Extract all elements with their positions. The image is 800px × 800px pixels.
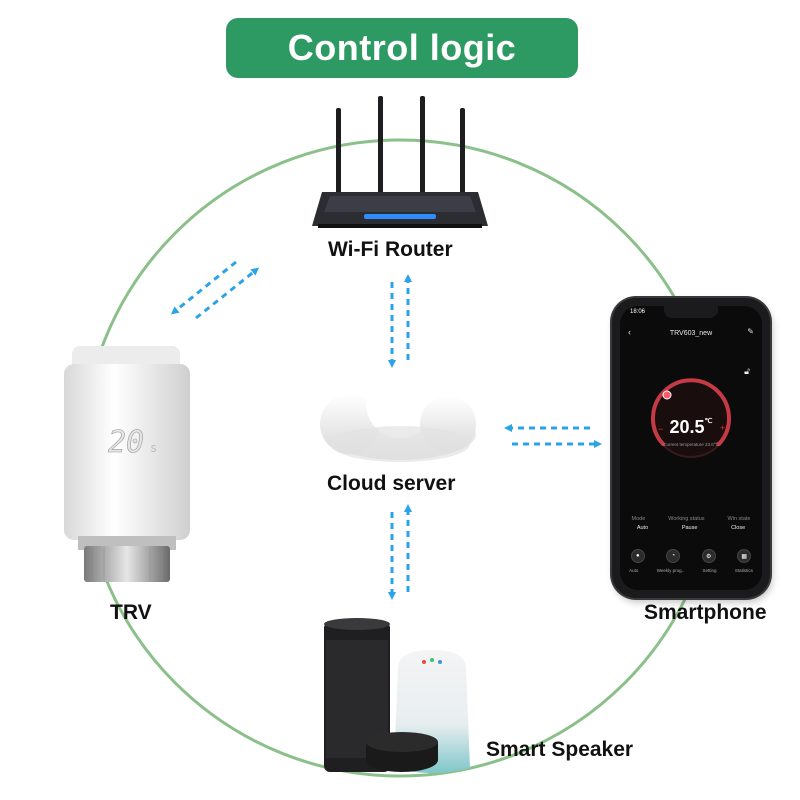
working-status-header: Working status xyxy=(668,516,705,522)
weekly-program-button-label: Weekly prog.. xyxy=(656,568,685,573)
status-headers: Mode Working status Win state xyxy=(620,516,762,522)
arrows-router-cloud xyxy=(388,274,412,368)
mode-value: Auto xyxy=(636,525,649,531)
smart-speaker-icon xyxy=(324,618,470,773)
setting-button-label: Setting xyxy=(702,568,717,573)
title-banner: Control logic xyxy=(226,18,578,78)
edit-icon: ✎ xyxy=(747,327,754,336)
arrows-trv-router xyxy=(170,260,260,320)
temperature-unit: ℃ xyxy=(704,418,713,425)
set-temperature: 20.5℃ xyxy=(669,417,713,437)
device-name: TRV603_new xyxy=(669,330,713,337)
phone-time: 18:06 xyxy=(630,309,646,315)
title: Control logic xyxy=(287,27,517,68)
trv-display: 20 xyxy=(108,425,144,460)
back-icon: ‹ xyxy=(628,327,631,337)
statistics-icon: ▦ xyxy=(737,549,752,563)
working-status-value: Pause xyxy=(681,525,698,531)
gear-icon: ⚙ xyxy=(701,549,716,563)
status-values: Auto Pause Close xyxy=(620,525,762,531)
router-label: Wi-Fi Router xyxy=(328,238,453,261)
clock-icon: ◔ xyxy=(666,549,681,563)
dial-handle xyxy=(662,390,672,400)
arrows-cloud-speaker xyxy=(388,504,412,600)
auto-icon: ● xyxy=(630,549,645,563)
smartphone-label: Smartphone xyxy=(644,601,767,624)
win-state-header: Win state xyxy=(727,516,751,522)
bottom-button-labels: Auto Weekly prog.. Setting Statistics xyxy=(620,568,762,573)
win-state-value: Close xyxy=(731,525,746,531)
arrow-trv-to-router xyxy=(195,267,260,320)
smartphone-icon: 18:06 ‹ TRV603_new ✎ 🔓︎ − 20.5℃ + Curren… xyxy=(612,298,770,598)
statistics-button-label: Statistics xyxy=(734,568,753,573)
phone-notch xyxy=(664,306,718,318)
temperature-dial xyxy=(651,378,731,458)
router-icon xyxy=(312,96,488,228)
phone-screen: 18:06 ‹ TRV603_new ✎ 🔓︎ − 20.5℃ + Curren… xyxy=(620,306,762,590)
lock-icon: 🔓︎ xyxy=(744,366,750,376)
minus-icon: − xyxy=(658,424,664,434)
trv-icon: 20 s xyxy=(64,346,190,582)
cloud-label: Cloud server xyxy=(327,472,456,495)
auto-button-label: Auto xyxy=(629,568,639,573)
cloud-icon xyxy=(320,370,476,462)
bottom-button-icons: ● ◔ ⚙ ▦ xyxy=(620,549,762,563)
mode-header: Mode xyxy=(631,516,646,522)
plus-icon: + xyxy=(720,423,726,433)
arrows-cloud-phone xyxy=(504,424,602,448)
speaker-label: Smart Speaker xyxy=(486,738,634,761)
current-temperature: Current temperature 23.6℃ xyxy=(663,442,719,447)
trv-display-unit: s xyxy=(150,441,157,455)
arrow-router-to-trv xyxy=(170,260,237,315)
trv-label: TRV xyxy=(110,601,152,624)
